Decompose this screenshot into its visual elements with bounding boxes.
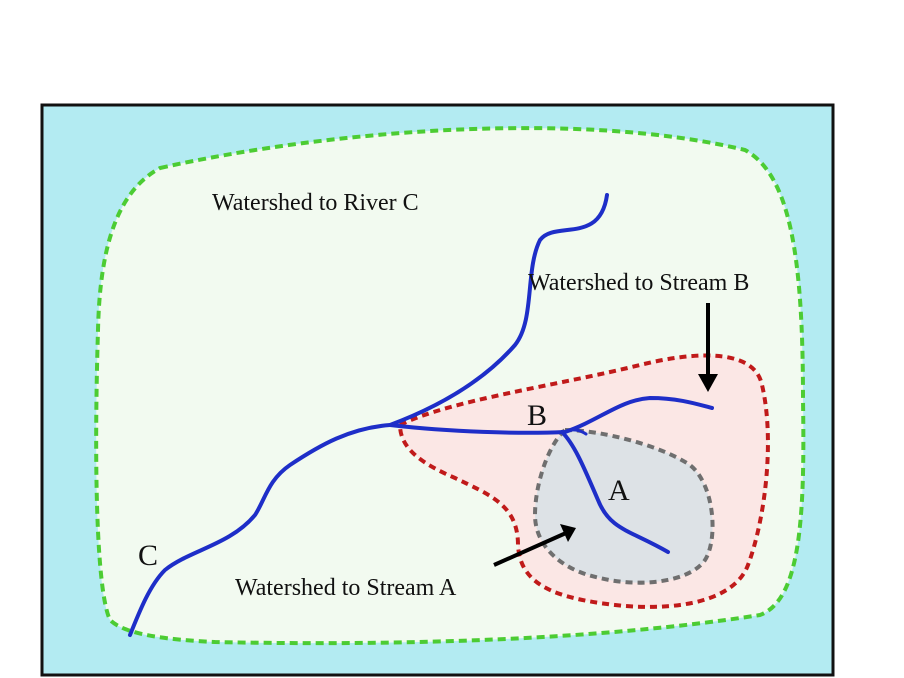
arrow-to-watershed-a	[493, 524, 576, 567]
label-letter-a: A	[608, 474, 630, 507]
label-watershed-stream-b: Watershed to Stream B	[528, 270, 749, 296]
tributary-junction	[563, 428, 588, 436]
watershed-a-boundary	[532, 427, 715, 585]
label-letter-b: B	[527, 399, 547, 432]
stream-b	[388, 395, 714, 435]
label-letter-c: C	[138, 539, 158, 572]
label-watershed-stream-a: Watershed to Stream A	[235, 575, 457, 601]
label-watershed-river-c: Watershed to River C	[212, 190, 419, 216]
arrow-to-watershed-b	[698, 303, 718, 392]
stream-a	[560, 430, 670, 554]
river-c	[128, 193, 609, 637]
